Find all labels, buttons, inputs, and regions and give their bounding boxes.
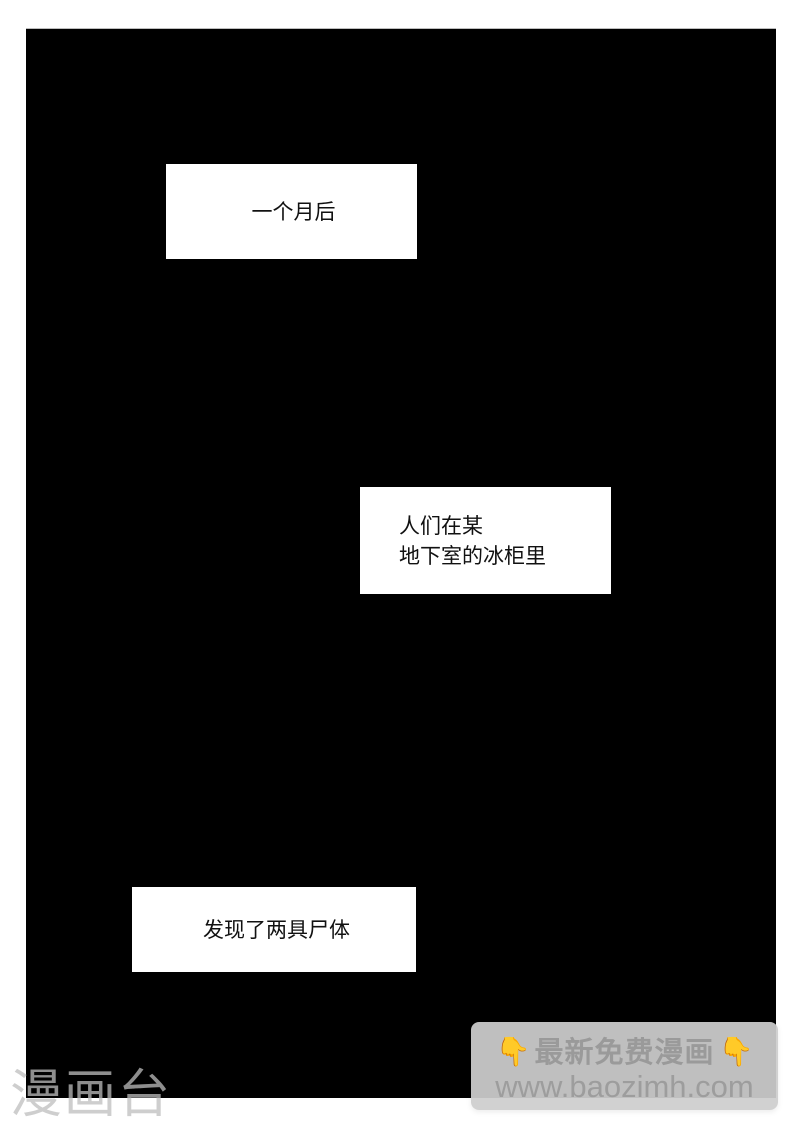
caption-text: 发现了两具尸体 xyxy=(203,917,350,942)
pointing-down-hand-icon: 👇 xyxy=(495,1035,531,1068)
promo-title: 最新免费漫画 xyxy=(534,1035,715,1069)
caption-text: 一个月后 xyxy=(251,199,336,224)
site-watermark: 漫画台 xyxy=(10,1065,173,1125)
caption-box-one-month-later: 一个月后 xyxy=(166,164,417,259)
caption-box-two-bodies: 发现了两具尸体 xyxy=(132,887,416,972)
caption-text-line-1: 人们在某 xyxy=(399,513,483,538)
promo-title-row: 👇 最新免费漫画 👇 xyxy=(496,1032,754,1072)
promo-url-link[interactable]: www.baozimh.com xyxy=(495,1069,754,1104)
pointing-down-hand-icon: 👇 xyxy=(718,1035,754,1068)
caption-text-line-2: 地下室的冰柜里 xyxy=(399,543,546,568)
caption-box-basement-freezer: 人们在某 地下室的冰柜里 xyxy=(360,487,611,594)
promo-banner[interactable]: 👇 最新免费漫画 👇 www.baozimh.com xyxy=(471,1022,778,1110)
